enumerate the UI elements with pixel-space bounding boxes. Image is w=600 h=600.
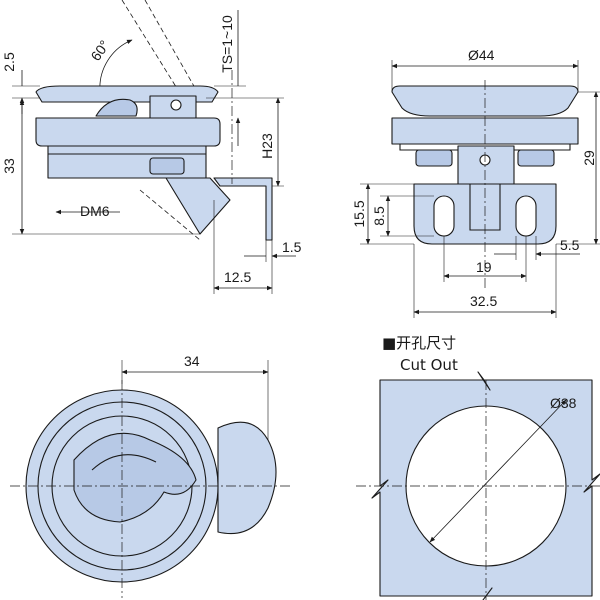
lever-swing-line-inner — [144, 0, 196, 89]
lever-swing-line-outer — [121, 0, 179, 91]
dim-38-line — [429, 399, 567, 543]
dim-33-label: 33 — [1, 158, 17, 174]
dim-ts-label: TS=1~10 — [219, 15, 235, 73]
dim-44-label: Ø44 — [468, 47, 495, 63]
lever-handle — [95, 98, 138, 117]
dim-12-5-label: 12.5 — [224, 269, 251, 285]
slot-right — [515, 195, 537, 237]
dim-32-5-label: 32.5 — [470, 293, 497, 309]
slot-left — [433, 195, 455, 237]
dim-34-label: 34 — [184, 353, 200, 369]
cutout-title-en: Cut Out — [400, 356, 458, 374]
top-lobe — [217, 421, 277, 535]
nut — [149, 157, 185, 175]
dim-1-5-ext — [265, 240, 273, 262]
dim-2-5-label: 2.5 — [1, 52, 17, 72]
side-view: 60° 2.5 33 TS=1~10 H23 — [1, 0, 302, 294]
front-view: Ø44 29 15.5 8.5 19 5.5 32.5 — [351, 47, 600, 318]
dm6-label: DM6 — [80, 203, 110, 219]
cam-bracket — [165, 177, 231, 235]
top-handle — [73, 432, 197, 523]
body-ring — [35, 117, 221, 147]
dim-19-label: 19 — [476, 259, 492, 275]
dim-15-5-label: 15.5 — [351, 200, 367, 227]
angle-arc — [99, 39, 133, 93]
angle-label: 60° — [87, 37, 112, 64]
dim-8-5-label: 8.5 — [371, 206, 387, 226]
cutout-title-cn: ■开孔尺寸 — [382, 334, 456, 352]
dim-h23-label: H23 — [259, 133, 275, 159]
front-nut-left — [415, 149, 453, 167]
dim-32-5-ext — [413, 244, 557, 318]
front-nut-right — [517, 149, 555, 167]
top-view: 34 — [10, 353, 290, 598]
hidden-edge — [139, 189, 201, 241]
dim-29-ext — [556, 91, 600, 245]
dim-5-5-label: 5.5 — [560, 237, 580, 253]
cutout-view: ■开孔尺寸 Cut Out Ø38 — [356, 334, 600, 600]
dim-1-5-label: 1.5 — [282, 239, 302, 255]
pivot-pin — [170, 99, 182, 111]
dim-38-label: Ø38 — [550, 395, 577, 411]
dim-29-label: 29 — [581, 150, 597, 166]
